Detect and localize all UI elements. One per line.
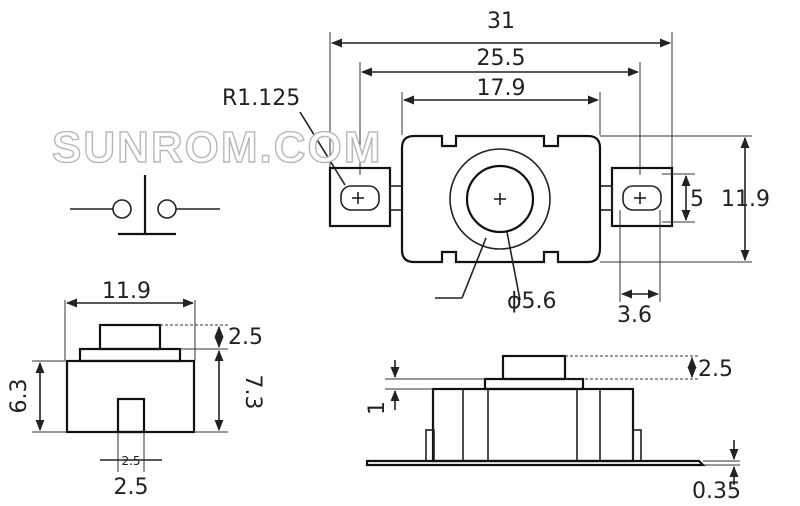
dim-overall-height: 11.9: [721, 187, 770, 212]
dim-front-width: 11.9: [102, 279, 151, 304]
dim-side-lead-thickness: 0.35: [692, 479, 741, 504]
side-flange: [483, 377, 585, 391]
dim-front-actuator-height: 2.5: [228, 325, 263, 350]
top-view: 31 25.5 17.9 R1.125 ϕ5.6 11.: [222, 9, 770, 328]
switch-symbol: [70, 175, 220, 236]
terminal-left: [112, 199, 132, 219]
side-leads: [365, 459, 706, 467]
front-view: 11.9 2.5 7.3 6.3 2.5 2.5: [7, 279, 265, 500]
actuator-outer: [449, 148, 551, 250]
watermark: SUNROM.COM: [52, 123, 382, 172]
terminal-right: [157, 199, 177, 219]
dim-front-pin-small: 2.5: [121, 454, 140, 468]
dim-front-pin-width: 2.5: [114, 475, 149, 500]
right-pad-slot: [622, 185, 662, 211]
front-flange: [78, 347, 182, 363]
dim-pad-height: 5: [690, 187, 704, 212]
dim-overall-width: 31: [487, 9, 515, 34]
dim-side-actuator-height: 2.5: [698, 357, 733, 382]
side-view: 2.5 1 0.35: [365, 354, 741, 504]
front-body: [65, 359, 196, 434]
side-actuator: [501, 354, 567, 381]
dim-pad-radius: R1.125: [222, 86, 300, 111]
dim-actuator-diameter: ϕ5.6: [507, 289, 557, 314]
right-pad: [610, 166, 674, 228]
left-pad-slot: [340, 185, 380, 211]
dim-body-width: 17.9: [477, 76, 526, 101]
dim-pin-pitch: 25.5: [477, 46, 526, 71]
actuator-inner: [465, 164, 535, 234]
switch-body: [400, 134, 602, 264]
front-actuator: [98, 323, 162, 351]
dim-front-body-height: 6.3: [7, 379, 32, 414]
dim-pad-width: 3.6: [617, 303, 652, 328]
dim-side-flange-height: 1: [365, 401, 390, 415]
dim-front-total-height: 7.3: [240, 375, 265, 410]
front-pin: [116, 397, 146, 434]
